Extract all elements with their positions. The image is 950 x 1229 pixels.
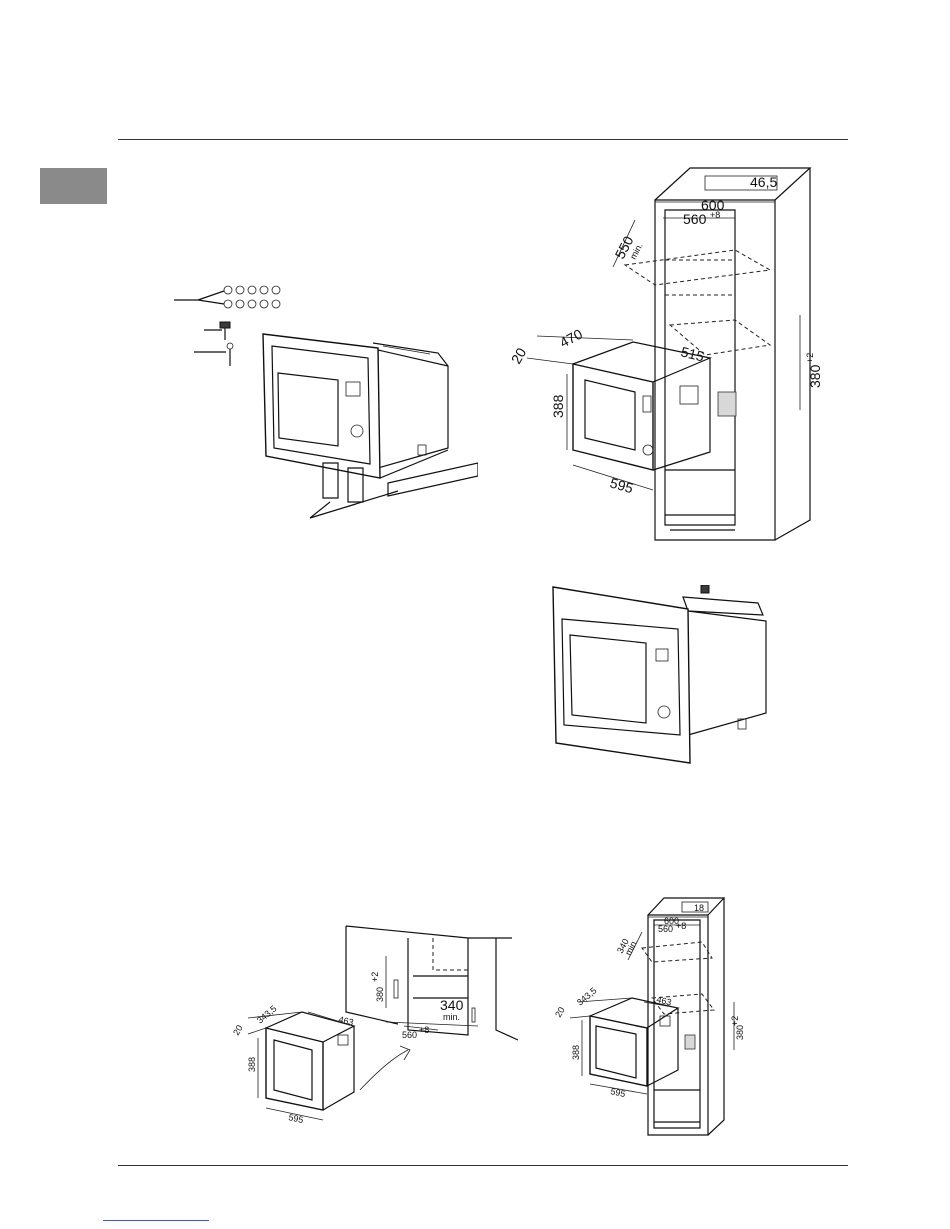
microwave-frame-drawing — [263, 334, 478, 518]
dim-515: 515 — [679, 343, 706, 364]
microwave-to-insert — [266, 1012, 410, 1110]
dim-470: 470 — [557, 325, 585, 350]
footer-rule — [118, 1165, 848, 1166]
dim-380-tolerance: +2 — [730, 1016, 740, 1026]
dim-463: 463 — [338, 1014, 355, 1027]
dim-560: 560 — [683, 211, 707, 227]
dim-380-tolerance: +2 — [370, 972, 380, 982]
header-rule — [118, 139, 848, 140]
dim-388: 388 — [550, 394, 566, 418]
figure-wall-cabinet-installation: 380 +2 340 min. 560 +8 20 343,5 463 388 … — [228, 910, 518, 1130]
dim-343-5: 343,5 — [575, 985, 599, 1007]
wall-cabinet-drawing — [346, 926, 518, 1040]
dim-560: 560 — [402, 1030, 417, 1040]
dim-20: 20 — [508, 345, 530, 367]
section-tab-marker — [40, 168, 107, 204]
dim-388: 388 — [571, 1045, 581, 1060]
dim-18: 18 — [694, 903, 704, 913]
dim-560: 560 — [658, 924, 673, 934]
dim-388: 388 — [247, 1057, 257, 1072]
dim-20: 20 — [553, 1005, 567, 1019]
dim-380: 380 — [735, 1025, 745, 1040]
figure-tall-cabinet-dimensions: 46,5 600 560 +8 550 min. 470 20 515 388 … — [505, 160, 835, 570]
dim-560-tolerance: +8 — [710, 210, 720, 220]
dim-560-tolerance: +8 — [419, 1025, 429, 1035]
dim-595: 595 — [288, 1112, 305, 1125]
dim-46-5: 46,5 — [750, 174, 777, 190]
dim-340: 340 — [440, 997, 464, 1013]
footer-link-underline[interactable] — [103, 1220, 209, 1221]
dim-340-min: min. — [443, 1012, 460, 1022]
dim-595: 595 — [608, 475, 635, 497]
tall-cabinet-small-drawing — [642, 898, 724, 1135]
dim-20: 20 — [231, 1023, 245, 1037]
microwave-small — [590, 998, 678, 1086]
dim-560-tolerance: +8 — [676, 921, 686, 931]
dim-380: 380 — [375, 987, 385, 1002]
figure-mounting-kit — [148, 278, 478, 526]
dim-343-5: 343,5 — [255, 1003, 279, 1025]
dim-463: 463 — [656, 994, 673, 1007]
figure-assembled-microwave — [538, 585, 788, 765]
figure-tall-cabinet-small: 18 600 560 +8 340 min. 20 343,5 463 388 … — [552, 890, 752, 1140]
dim-595: 595 — [610, 1086, 627, 1099]
tall-cabinet-drawing — [625, 168, 810, 540]
dim-380: 380 — [807, 364, 823, 388]
dim-380-tolerance: +2 — [805, 353, 815, 363]
